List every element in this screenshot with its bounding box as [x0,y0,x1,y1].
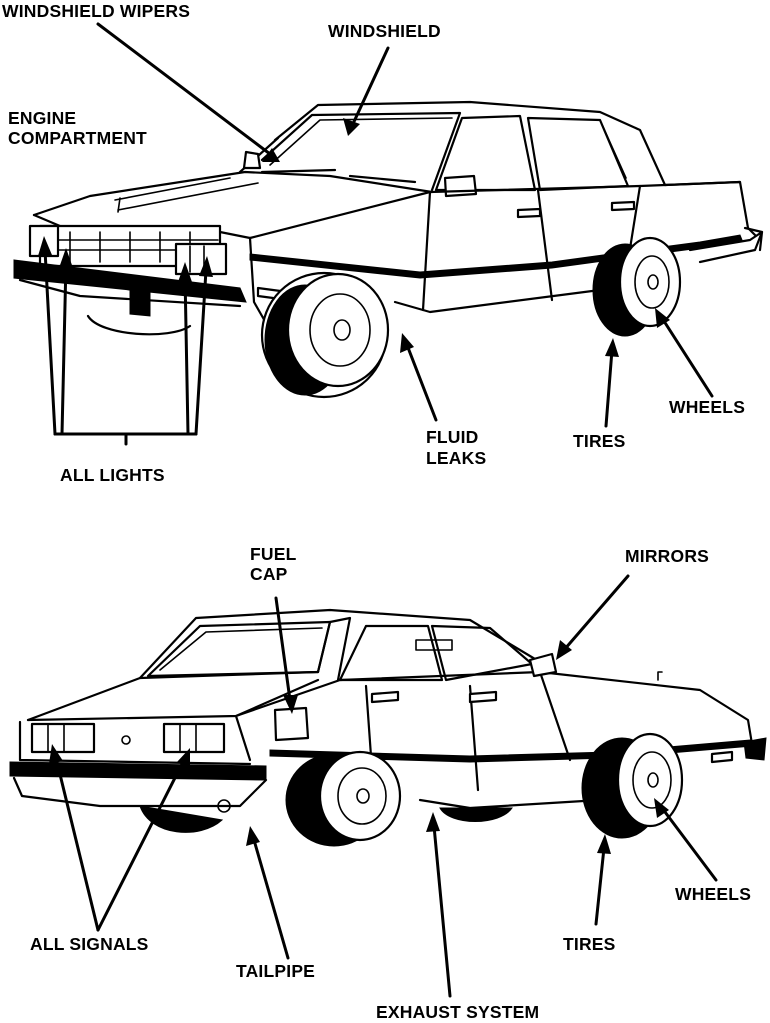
label-wheels-front: WHEELS [669,397,745,417]
label-fluid-line2: LEAKS [426,448,486,468]
rear-labels: FUEL CAP MIRRORS ALL SIGNALS TAILPIPE EX… [30,544,751,1022]
label-fluid-line1: FLUID [426,427,479,447]
label-engine-line2: COMPARTMENT [8,128,147,148]
label-fuel-line1: FUEL [250,544,297,564]
label-windshield: WINDSHIELD [328,21,441,41]
label-tires-front: TIRES [573,431,626,451]
label-tailpipe: TAILPIPE [236,961,315,981]
label-tires-rear: TIRES [563,934,616,954]
label-all-lights: ALL LIGHTS [60,465,165,485]
front-pointer-arrows [38,22,714,446]
label-exhaust-system: EXHAUST SYSTEM [376,1002,539,1022]
label-wheels-rear: WHEELS [675,884,751,904]
label-fuel-line2: CAP [250,564,288,584]
label-engine-line1: ENGINE [8,108,76,128]
label-mirrors: MIRRORS [625,546,709,566]
front-labels: WINDSHIELD WIPERS WINDSHIELD ENGINE COMP… [2,1,745,485]
front-car-illustration [13,100,764,399]
rear-pointer-arrows [49,574,718,998]
label-all-signals: ALL SIGNALS [30,934,149,954]
rear-car-illustration [9,608,767,847]
label-windshield-wipers: WINDSHIELD WIPERS [2,1,190,21]
